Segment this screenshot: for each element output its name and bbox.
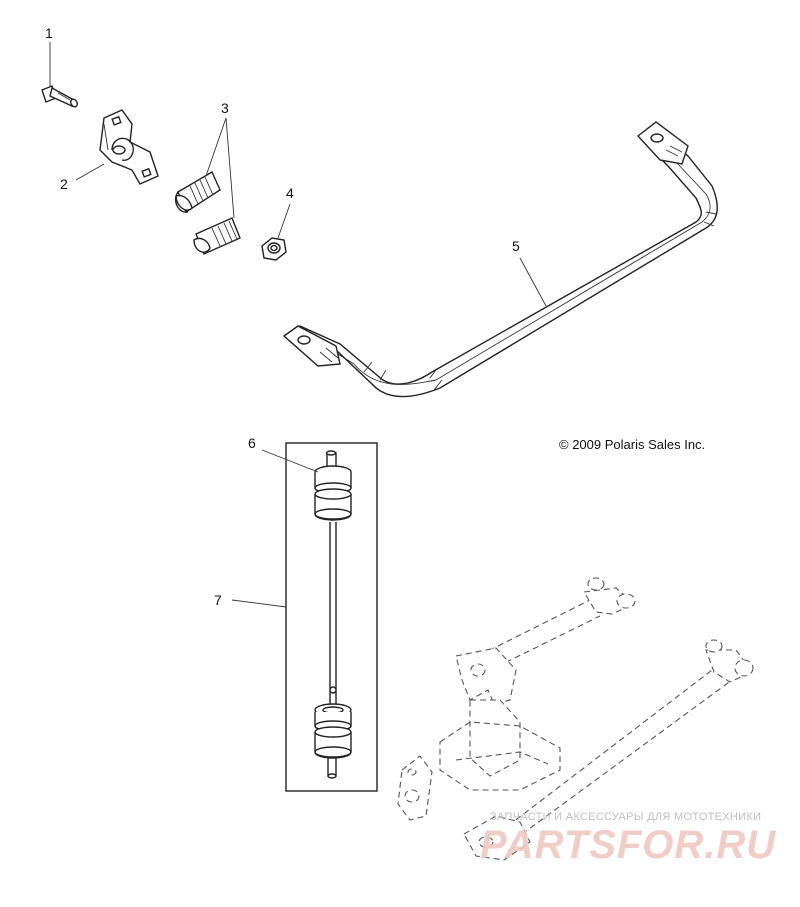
callout-2: 2 [60, 176, 68, 192]
callout-4: 4 [286, 185, 294, 201]
part-1-bolt [41, 85, 78, 108]
leader-6 [261, 449, 319, 473]
part-4-nut [261, 237, 287, 261]
copyright-text: © 2009 Polaris Sales Inc. [559, 437, 705, 452]
callout-6: 6 [248, 435, 256, 451]
leader-3a [205, 117, 227, 177]
watermark-logo: PARTSFOR.RU [480, 823, 776, 867]
part-3-bushing-lower [193, 217, 241, 255]
part-7-box [285, 442, 378, 792]
callout-7: 7 [214, 592, 222, 608]
part-2-clamp [99, 109, 159, 185]
leader-5 [519, 257, 547, 307]
leader-4 [277, 203, 291, 239]
leader-2 [75, 163, 105, 181]
part-5-stabilizer-bar [282, 121, 718, 398]
callout-5: 5 [512, 238, 520, 254]
watermark-tagline: ЗАПЧАСТИ И АКСЕССУАРЫ ДЛЯ МОТОТЕХНИКИ [490, 811, 761, 823]
leader-3b [225, 117, 235, 219]
callout-1: 1 [45, 25, 53, 41]
watermark: ЗАПЧАСТИ И АКСЕССУАРЫ ДЛЯ МОТОТЕХНИКИ PA… [480, 811, 776, 867]
leader-7 [231, 599, 287, 608]
part-3-bushing-upper [174, 170, 221, 214]
part-6-link-rod [314, 450, 352, 779]
phantom-suspension [397, 577, 754, 861]
callout-3: 3 [221, 100, 229, 116]
